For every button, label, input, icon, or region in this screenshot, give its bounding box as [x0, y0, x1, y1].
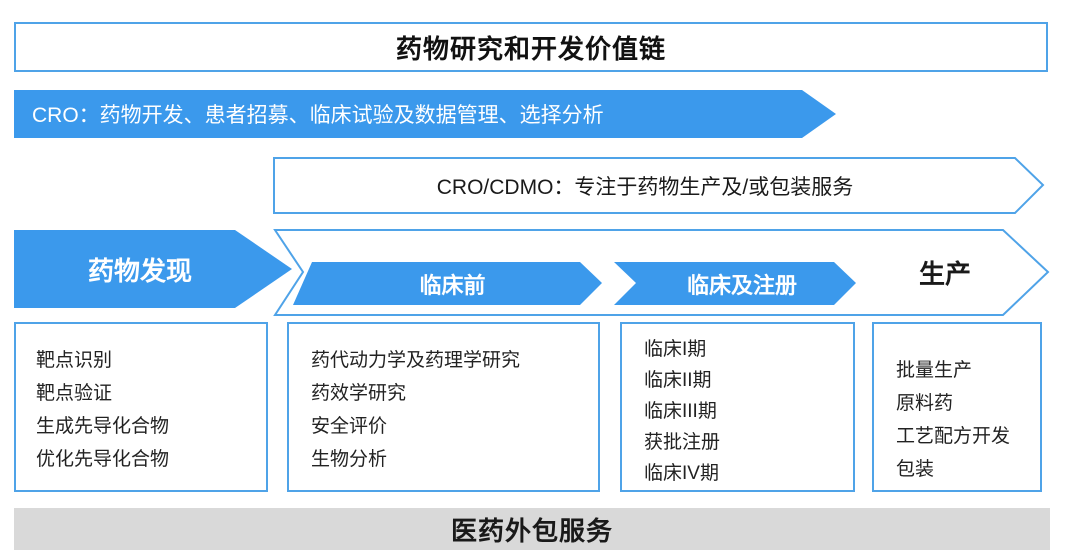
stage-label-clinical: 临床及注册 — [686, 272, 797, 298]
detail-item: 生物分析 — [311, 449, 388, 470]
production-detail-box: 批量生产 原料药 工艺配方开发 包装 — [872, 322, 1042, 492]
cro-banner-arrow: CRO：药物开发、患者招募、临床试验及数据管理、选择分析 — [14, 90, 836, 138]
clinical-detail-box: 临床I期 临床II期 临床III期 获批注册 临床IV期 — [620, 322, 855, 492]
detail-item: 临床I期 — [644, 339, 707, 360]
outsourcing-footer-bar: 医药外包服务 — [14, 508, 1050, 550]
detail-item: 批量生产 — [896, 360, 973, 381]
preclinical-arrow-shape — [293, 262, 602, 305]
detail-item: 临床III期 — [644, 401, 717, 422]
footer-label: 医药外包服务 — [450, 515, 613, 546]
discovery-arrow-shape — [14, 230, 292, 308]
cro-banner-label: CRO：药物开发、患者招募、临床试验及数据管理、选择分析 — [32, 104, 604, 127]
cdmo-arrow-outline — [273, 157, 1045, 214]
detail-item: 优化先导化合物 — [36, 449, 170, 470]
detail-item: 获批注册 — [644, 432, 721, 453]
stage-arrow-row — [14, 229, 1050, 316]
detail-item: 原料药 — [896, 393, 954, 414]
diagram-title-box: 药物研究和开发价值链 — [14, 22, 1048, 72]
detail-item: 临床IV期 — [644, 463, 719, 484]
detail-item: 药效学研究 — [311, 383, 407, 404]
clinical-arrow-shape — [614, 262, 856, 305]
stage-label-discovery: 药物发现 — [87, 255, 192, 286]
detail-item: 安全评价 — [311, 416, 388, 437]
cdmo-banner-label: CRO/CDMO：专注于药物生产及/或包装服务 — [436, 175, 854, 199]
stage-label-preclinical: 临床前 — [419, 272, 486, 298]
discovery-detail-box: 靶点识别 靶点验证 生成先导化合物 优化先导化合物 — [14, 322, 268, 492]
stage-label-production: 生产 — [918, 258, 971, 289]
detail-item: 生成先导化合物 — [36, 416, 170, 437]
detail-item: 靶点验证 — [36, 383, 113, 404]
diagram-title: 药物研究和开发价值链 — [395, 33, 666, 64]
cdmo-arrow-shape — [273, 157, 1045, 214]
detail-item: 药代动力学及药理学研究 — [311, 350, 521, 371]
detail-item: 包装 — [896, 459, 935, 480]
preclinical-detail-box: 药代动力学及药理学研究 药效学研究 安全评价 生物分析 — [287, 322, 600, 492]
detail-item: 靶点识别 — [36, 350, 113, 371]
detail-item: 工艺配方开发 — [896, 426, 1011, 447]
detail-item: 临床II期 — [644, 370, 712, 391]
